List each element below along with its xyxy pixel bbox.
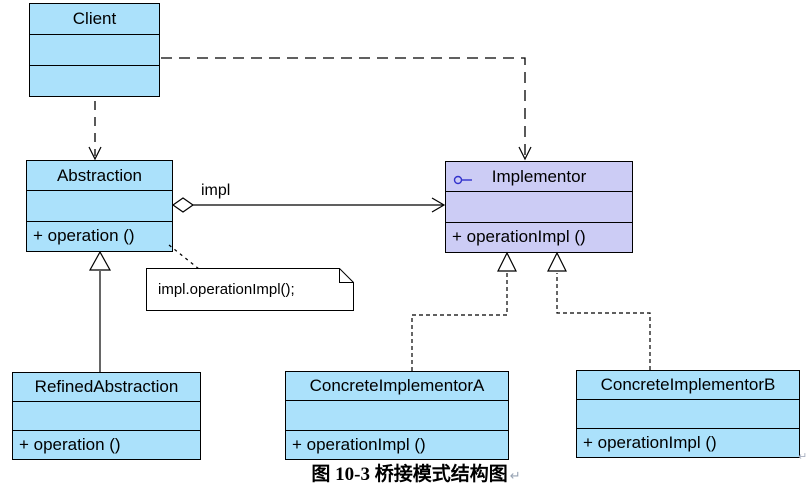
class-name: Abstraction xyxy=(56,165,143,185)
attributes-compartment xyxy=(13,401,200,430)
dependency-line-client-implementor xyxy=(161,57,526,156)
class-client: Client xyxy=(29,3,160,97)
interface-implementor: Implementor + operationImpl () xyxy=(445,161,633,253)
operation-label: + operation () xyxy=(13,430,200,459)
paragraph-mark: ↵ xyxy=(509,469,521,484)
class-name: ConcreteImplementorB xyxy=(600,375,776,394)
note-fold-corner xyxy=(339,268,354,283)
figure-caption-text: 图 10-3 桥接模式结构图 xyxy=(311,464,508,485)
association-label-impl: impl xyxy=(201,182,231,199)
note-text: impl.operationImpl(); xyxy=(158,281,295,298)
note-anchor-line xyxy=(168,244,200,270)
uml-note: impl.operationImpl(); xyxy=(146,268,354,311)
class-abstraction: Abstraction + operation () xyxy=(26,160,173,252)
attributes-compartment xyxy=(27,190,172,220)
operation-label: + operationImpl () xyxy=(446,221,632,252)
note-shape xyxy=(146,268,354,311)
realization-line-a xyxy=(411,273,508,371)
class-concrete-implementor-a: ConcreteImplementorA + operationImpl () xyxy=(285,371,509,460)
attributes-compartment xyxy=(30,34,159,65)
paragraph-mark-figure-end: ↵ xyxy=(798,450,806,463)
dependency-arrowhead-client-implementor xyxy=(518,146,532,161)
dependency-arrowhead-client-abstraction xyxy=(88,146,102,161)
attributes-compartment xyxy=(577,399,799,428)
realization-triangle-a xyxy=(497,251,517,272)
class-refined-abstraction: RefinedAbstraction + operation () xyxy=(12,372,201,460)
class-name: Client xyxy=(72,9,117,28)
class-concrete-implementor-b: ConcreteImplementorB + operationImpl () xyxy=(576,370,800,458)
class-title-row: Implementor xyxy=(446,162,632,191)
aggregation-diamond xyxy=(171,197,195,213)
attributes-compartment xyxy=(286,400,508,429)
association-arrowhead xyxy=(431,197,446,213)
interface-lollipop-icon xyxy=(453,171,475,184)
realization-line-b xyxy=(556,273,651,370)
attributes-compartment xyxy=(446,191,632,221)
realization-triangle-b xyxy=(547,251,567,272)
operation-label: + operation () xyxy=(27,220,172,251)
operation-label: + operationImpl () xyxy=(577,428,799,457)
operation-label: + operationImpl () xyxy=(286,429,508,459)
class-name: ConcreteImplementorA xyxy=(309,376,485,396)
operations-compartment xyxy=(30,65,159,96)
generalization-triangle xyxy=(88,250,112,271)
class-name: Implementor xyxy=(491,166,587,186)
class-name: RefinedAbstraction xyxy=(34,377,179,396)
figure-caption: 图 10-3 桥接模式结构图↵ xyxy=(0,463,806,489)
